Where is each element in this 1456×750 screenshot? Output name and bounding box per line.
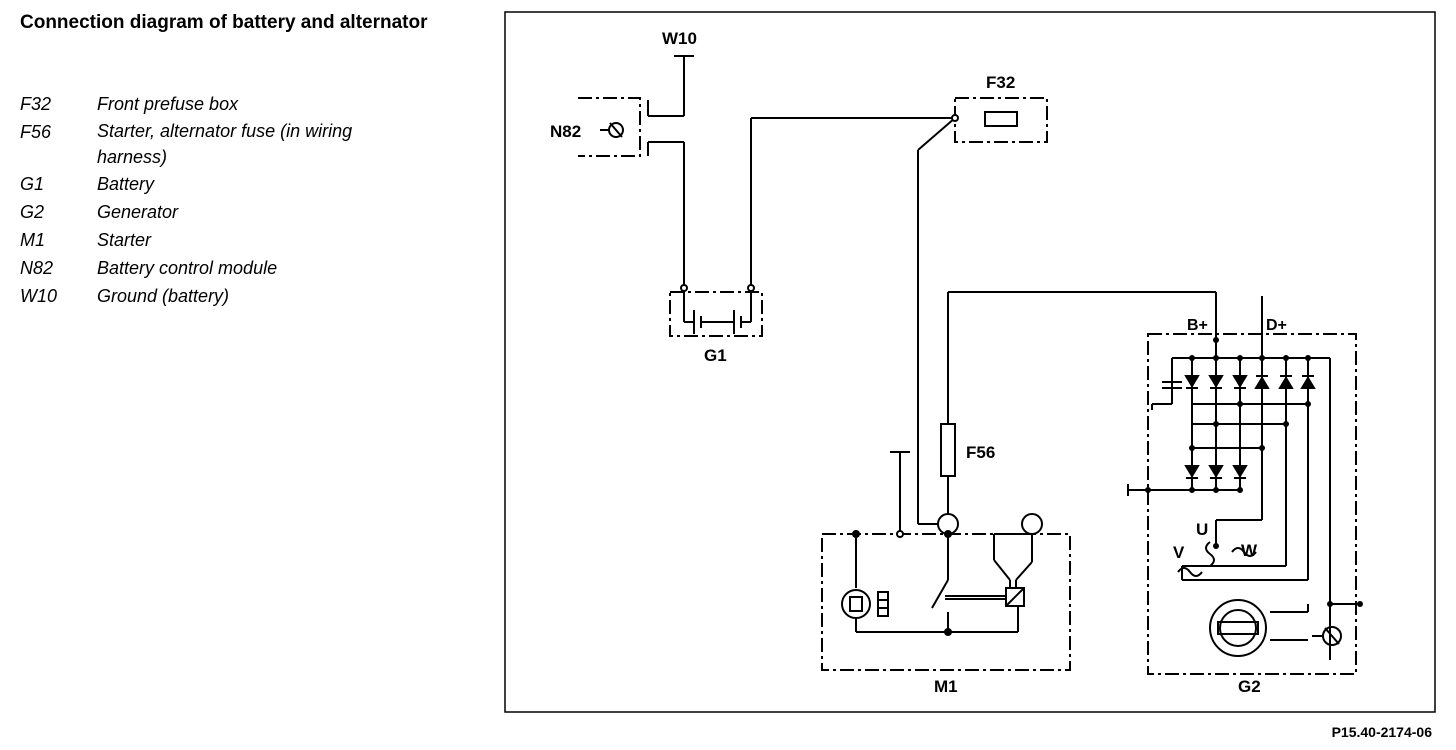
m1-label: M1 — [934, 677, 958, 696]
legend-text: Battery — [97, 174, 155, 194]
v-label: V — [1173, 543, 1185, 562]
f32-label: F32 — [986, 73, 1015, 92]
legend-code: N82 — [20, 258, 54, 278]
b-plus-label: B+ — [1187, 317, 1208, 334]
legend-text: Battery control module — [97, 258, 278, 278]
f56-fuse — [940, 291, 1217, 516]
g1-battery — [669, 288, 763, 337]
reference-code: P15.40-2174-06 — [1331, 724, 1432, 740]
legend-text: Ground (battery) — [97, 286, 230, 306]
legend-item: G1 Battery — [20, 170, 460, 198]
legend-item: W10 Ground (battery) — [20, 282, 460, 310]
rectifier-diodes — [1184, 375, 1316, 479]
m1-starter — [821, 451, 1071, 671]
legend-code: M1 — [20, 230, 46, 250]
legend-text: Front prefuse box — [97, 94, 239, 114]
n82-module — [578, 97, 684, 157]
legend-text: Starter, alternator fuse (in wiring harn… — [97, 121, 353, 167]
legend-code: W10 — [20, 286, 58, 306]
legend-code: G2 — [20, 202, 45, 222]
legend-item: F32 Front prefuse box — [20, 90, 460, 118]
legend-item: G2 Generator — [20, 198, 460, 226]
f32-prefuse-box — [917, 97, 1048, 151]
legend-text: Generator — [97, 202, 179, 222]
w10-label: W10 — [662, 29, 697, 48]
legend-item: N82 Battery control module — [20, 254, 460, 282]
n82-label: N82 — [550, 122, 581, 141]
legend-code: F56 — [20, 122, 52, 142]
w-label: W — [1241, 541, 1258, 560]
legend-code: F32 — [20, 94, 52, 114]
legend-text: Starter — [97, 230, 152, 250]
g2-generator — [1127, 296, 1360, 675]
w10-ground-symbol — [647, 55, 694, 117]
legend: F32 Front prefuse box F56 Starter, alter… — [20, 90, 460, 310]
legend-item: F56 Starter, alternator fuse (in wiring … — [20, 118, 460, 170]
junction-dots — [1145, 337, 1363, 607]
u-label: U — [1196, 520, 1208, 539]
page-title: Connection diagram of battery and altern… — [20, 12, 428, 33]
legend-item: M1 Starter — [20, 226, 460, 254]
g1-label: G1 — [704, 346, 727, 365]
g2-label: G2 — [1238, 677, 1261, 696]
f56-label: F56 — [966, 443, 995, 462]
d-plus-label: D+ — [1266, 317, 1287, 334]
diagram-frame — [504, 11, 1436, 713]
legend-code: G1 — [20, 174, 45, 194]
